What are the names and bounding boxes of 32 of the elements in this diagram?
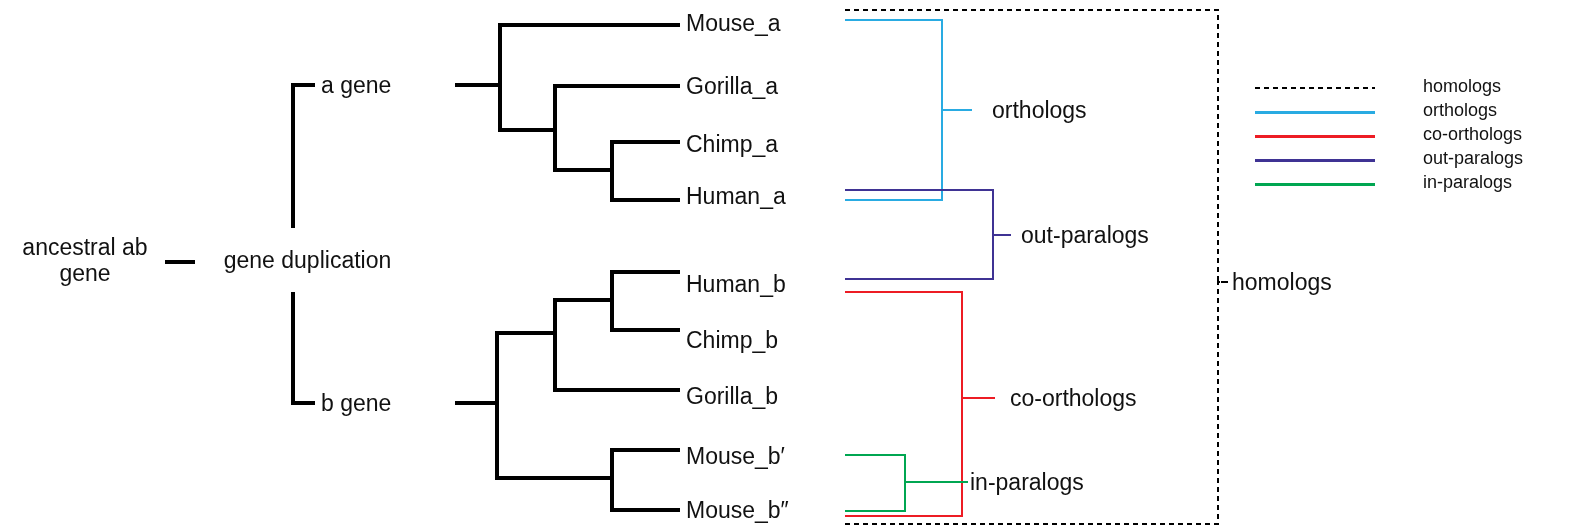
tree-branch xyxy=(291,83,315,230)
legend-label: out-paralogs xyxy=(1423,147,1524,169)
species-gene-label: Gorilla_a xyxy=(686,72,779,100)
species-gene-label: Mouse_a xyxy=(686,9,781,37)
gene-label: b gene xyxy=(321,389,392,417)
relationship-label: co-orthologs xyxy=(1010,384,1137,412)
species-gene-label: Chimp_b xyxy=(686,326,779,354)
bracket-line xyxy=(844,234,1012,280)
species-gene-label: Mouse_b′ xyxy=(686,442,785,470)
event-label: gene duplication xyxy=(223,246,392,274)
relationship-label: homologs xyxy=(1232,268,1332,296)
legend-label: homologs xyxy=(1423,75,1502,97)
tree-branch xyxy=(163,260,197,264)
bracket-line xyxy=(844,397,996,517)
tree-branch xyxy=(455,401,680,512)
bracket-line xyxy=(844,109,973,201)
dashed-bracket-line xyxy=(844,281,1229,525)
relationship-label: in-paralogs xyxy=(970,468,1084,496)
species-gene-label: Gorilla_b xyxy=(686,382,779,410)
legend-label: co-orthologs xyxy=(1423,123,1523,145)
gene-label: a gene xyxy=(321,71,392,99)
legend-label: in-paralogs xyxy=(1423,171,1513,193)
species-gene-label: Mouse_b″ xyxy=(686,496,789,524)
root-gene-label: ancestral ab gene xyxy=(21,233,149,287)
legend-label: orthologs xyxy=(1423,99,1498,121)
relationship-label: out-paralogs xyxy=(1021,221,1149,249)
bracket-line xyxy=(844,481,969,512)
relationship-label: orthologs xyxy=(992,96,1087,124)
species-gene-label: Chimp_a xyxy=(686,130,779,158)
species-gene-label: Human_b xyxy=(686,270,786,298)
tree-branch xyxy=(291,290,315,405)
species-gene-label: Human_a xyxy=(686,182,786,210)
